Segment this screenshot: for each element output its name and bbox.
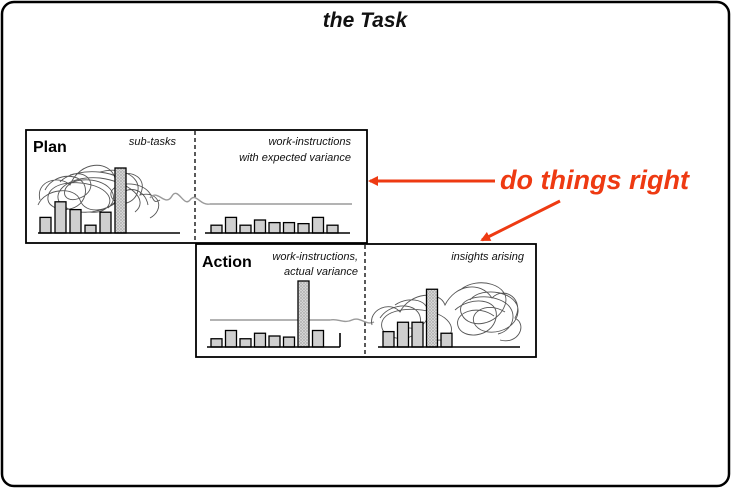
action-insight-bar-3	[411, 321, 424, 348]
action-box: Action work-instructions, actual varianc…	[195, 243, 537, 358]
plan-note-work-instructions: work-instructions	[268, 136, 351, 148]
plan-subtask-bar-6	[114, 167, 127, 234]
action-note-insights: insights arising	[451, 251, 525, 263]
plan-work-instruction-bar-9	[326, 224, 339, 234]
plan-subtask-bar-3	[69, 208, 82, 234]
action-insight-bar-2	[396, 321, 410, 348]
action-insight-bar-5	[440, 332, 453, 348]
plan-subtask-bar-2	[54, 201, 67, 234]
plan-work-instruction-bar-8	[311, 216, 325, 234]
action-label: Action	[202, 254, 252, 271]
plan-subtask-bar-1	[39, 216, 52, 234]
plan-work-instruction-bar-7	[297, 222, 310, 234]
action-work-instruction-bar-8	[311, 329, 325, 348]
plan-note-expected-variance: with expected variance	[239, 152, 351, 164]
action-work-instruction-bar-2	[224, 329, 238, 348]
plan-work-instruction-bar-1	[210, 224, 223, 234]
plan-work-instruction-bar-2	[224, 216, 238, 234]
plan-work-instruction-bar-5	[268, 221, 281, 234]
action-work-instruction-bar-4	[253, 332, 267, 348]
action-work-instruction-bar-5	[268, 335, 281, 348]
plan-variance-wave	[149, 192, 352, 205]
plan-subtask-bar-5	[99, 211, 112, 234]
action-insight-bars	[382, 288, 453, 348]
action-note-work-instructions: work-instructions,	[272, 251, 358, 263]
action-insight-bar-4	[425, 288, 439, 348]
plan-work-instruction-bars	[210, 216, 339, 234]
plan-subtask-bar-4	[84, 224, 97, 234]
action-note-actual-variance: actual variance	[284, 266, 358, 278]
action-work-instruction-bar-7	[297, 280, 310, 348]
action-work-instruction-bar-1	[210, 338, 223, 348]
callout-arrow-to-action	[480, 199, 561, 242]
plan-box: Plan sub-tasks work-instructions with ex…	[25, 129, 368, 244]
action-insight-bar-1	[382, 330, 395, 348]
action-work-instruction-bar-6	[282, 336, 296, 348]
callout-text: do things right	[500, 165, 690, 195]
action-variance-wave	[210, 318, 375, 324]
plan-note-subtasks: sub-tasks	[129, 136, 177, 148]
action-scribble	[371, 282, 522, 342]
plan-work-instruction-bar-3	[239, 224, 252, 234]
action-work-instruction-bar-3	[239, 338, 252, 348]
plan-label: Plan	[33, 139, 67, 156]
diagram-title: the Task	[323, 9, 409, 32]
plan-work-instruction-bar-4	[253, 219, 267, 234]
plan-work-instruction-bar-6	[282, 221, 296, 234]
